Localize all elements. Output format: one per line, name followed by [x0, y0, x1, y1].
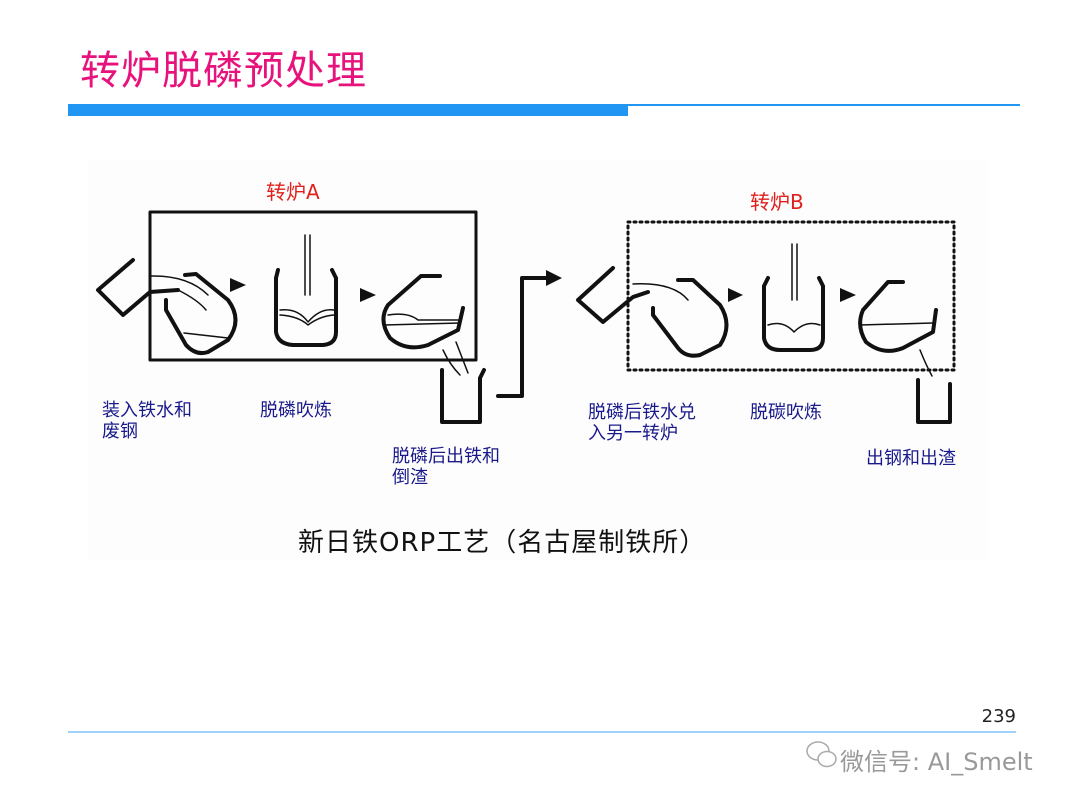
oxygen-lance [304, 234, 311, 296]
wechat-icon [806, 741, 837, 768]
step-tap-label: 脱磷后出铁和 倒渣 [392, 446, 500, 488]
converter-vessel-tapping [381, 274, 465, 350]
hot-metal-ladle [96, 258, 180, 317]
converter-vessel-b-tapping [858, 280, 938, 353]
slag-layer [383, 313, 461, 326]
tapping-stream [442, 341, 469, 376]
transfer-ladle [576, 266, 650, 324]
step-charge-label: 装入铁水和 废钢 [102, 400, 192, 442]
bath-surface [279, 309, 335, 326]
oxygen-lance [791, 243, 798, 301]
hot-metal-stream [177, 289, 207, 311]
figure-caption: 新日铁ORP工艺（名古屋制铁所） [298, 528, 707, 558]
hot-metal-stream [149, 275, 209, 296]
converter-vessel-b-charging [651, 278, 729, 358]
tapping-stream [919, 349, 933, 377]
metal-level [183, 332, 229, 339]
arrow-icon [728, 288, 743, 302]
bath-surface [767, 322, 821, 333]
receiving-ladle-a [440, 368, 486, 424]
footer-divider [68, 731, 1016, 733]
orp-process-diagram: 转炉A 转炉B 装入铁水和 废钢 脱磷吹炼 脱磷后出铁和 倒渣 脱磷后铁水兑 入… [88, 160, 988, 560]
converter-b-frame [626, 220, 956, 372]
process-drawing [96, 210, 956, 424]
watermark: 微信号: AI_Smelt [840, 748, 1033, 776]
converter-a-frame [148, 210, 478, 362]
title-underline-thin [628, 104, 1020, 106]
converter-a-label: 转炉A [266, 180, 320, 204]
receiving-ladle-b [916, 378, 952, 424]
hot-metal-stream [632, 283, 689, 301]
title-underline-thick [68, 104, 628, 116]
converter-vessel-charging [164, 272, 238, 356]
step-transfer-label: 脱磷后铁水兑 入另一转炉 [588, 402, 696, 444]
step-decarb-label: 脱碳吹炼 [750, 402, 822, 423]
converter-b-label: 转炉B [750, 190, 804, 214]
arrow-icon [360, 288, 376, 302]
step-steel-label: 出钢和出渣 [866, 448, 956, 469]
step-dephos-label: 脱磷吹炼 [260, 400, 332, 421]
arrow-icon [840, 288, 856, 302]
arrow-icon [230, 278, 246, 292]
converter-vessel-blowing [274, 268, 338, 347]
page-number: 239 [981, 706, 1016, 727]
slide-title: 转炉脱磷预处理 [80, 48, 367, 94]
metal-level [859, 322, 934, 326]
transfer-line [496, 276, 550, 398]
converter-vessel-decarb [762, 276, 825, 352]
arrow-icon [546, 270, 562, 286]
